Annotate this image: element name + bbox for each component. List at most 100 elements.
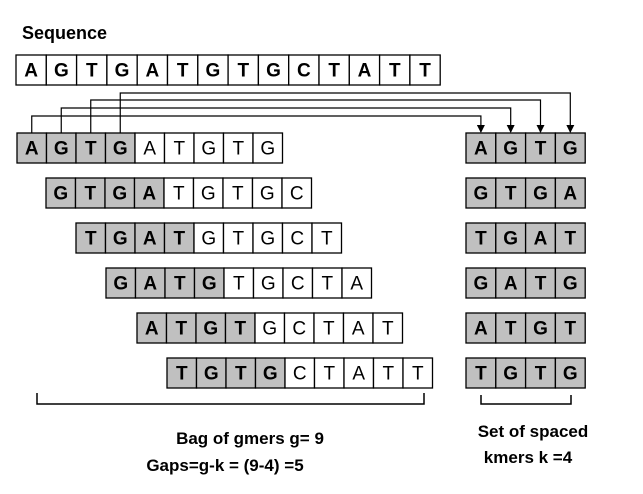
svg-text:A: A <box>534 229 548 250</box>
kmer-cell: A <box>465 132 497 164</box>
sequence-cell: G <box>197 54 229 86</box>
gmer-cell: A <box>134 267 166 299</box>
svg-text:G: G <box>202 274 217 295</box>
gmer-cell: T <box>224 312 256 344</box>
svg-text:G: G <box>54 139 69 160</box>
sequence-cell: T <box>166 54 199 86</box>
connector-arrow <box>31 115 485 133</box>
kmer-cell: A <box>524 222 557 254</box>
svg-text:G: G <box>260 139 275 160</box>
svg-text:T: T <box>174 274 186 295</box>
svg-text:G: G <box>113 274 128 295</box>
svg-text:T: T <box>237 61 249 82</box>
svg-text:T: T <box>323 364 335 385</box>
kmer-cell: G <box>495 357 527 389</box>
gmer-cell: G <box>193 222 225 254</box>
svg-text:G: G <box>503 364 518 385</box>
sequence-title: Sequence <box>22 23 107 43</box>
bag-label-line1: Bag of gmers g= 9 <box>176 429 324 448</box>
svg-text:T: T <box>323 319 335 340</box>
kmer-cell: G <box>554 132 586 164</box>
kmer-cell: G <box>554 267 586 299</box>
svg-text:T: T <box>232 139 244 160</box>
gmer-cell: T <box>164 267 196 299</box>
gmer-cell: A <box>343 357 375 389</box>
gmer-cell: G <box>252 222 284 254</box>
connector-arrow <box>119 92 575 133</box>
svg-text:T: T <box>505 319 517 340</box>
svg-text:G: G <box>115 61 130 82</box>
kmer-cell: T <box>465 357 497 389</box>
gmer-cell: T <box>402 357 434 389</box>
kmer-cell: G <box>554 357 586 389</box>
sequence-cell: C <box>288 54 320 86</box>
set-label-line2: kmers k =4 <box>484 448 573 467</box>
connector-arrow <box>60 107 515 133</box>
gmer-cell: T <box>163 132 195 164</box>
svg-text:T: T <box>535 139 547 160</box>
gmer-cell: T <box>165 312 197 344</box>
brackets <box>36 393 572 405</box>
svg-text:A: A <box>504 274 518 295</box>
kmer-cell: G <box>465 177 497 209</box>
kmer-cell: G <box>524 312 557 344</box>
gmer-cell: T <box>311 222 343 254</box>
svg-text:T: T <box>173 229 185 250</box>
svg-text:T: T <box>321 274 333 295</box>
gmer-cell: G <box>252 267 284 299</box>
gmer-cell: T <box>163 177 195 209</box>
gmer-cell: G <box>105 267 137 299</box>
gmer-cell: T <box>222 222 254 254</box>
svg-text:T: T <box>475 229 487 250</box>
svg-text:G: G <box>533 319 548 340</box>
gmer-cell: G <box>195 312 227 344</box>
svg-text:T: T <box>177 61 189 82</box>
svg-text:G: G <box>53 184 68 205</box>
svg-text:T: T <box>84 184 96 205</box>
svg-text:T: T <box>233 274 245 295</box>
svg-text:G: G <box>533 184 548 205</box>
svg-text:T: T <box>535 274 547 295</box>
svg-text:G: G <box>206 61 221 82</box>
gmer-cell: T <box>225 357 257 389</box>
kmer-bracket <box>480 395 572 405</box>
svg-text:T: T <box>389 61 401 82</box>
kmer-cell: T <box>524 357 557 389</box>
bag-label-line2: Gaps=g-k = (9-4) =5 <box>146 456 303 475</box>
svg-text:T: T <box>234 319 246 340</box>
gmer-cell: A <box>134 222 166 254</box>
gmer-cell: T <box>222 132 254 164</box>
kmer-cell: T <box>495 177 527 209</box>
kmer-cell: A <box>554 177 586 209</box>
svg-text:T: T <box>419 61 431 82</box>
svg-text:T: T <box>175 319 187 340</box>
svg-text:A: A <box>352 364 365 385</box>
gmer-cell: G <box>192 177 224 209</box>
svg-text:T: T <box>232 229 244 250</box>
gmer-cell: C <box>284 357 316 389</box>
svg-text:T: T <box>412 364 424 385</box>
sequence-cell: T <box>318 54 350 86</box>
gmer-cell: T <box>75 222 107 254</box>
gmer-cell: T <box>311 267 343 299</box>
svg-text:C: C <box>297 61 311 82</box>
kmer-cell: G <box>495 132 527 164</box>
gmer-cell: T <box>222 177 254 209</box>
svg-text:A: A <box>143 274 157 295</box>
svg-text:G: G <box>203 319 218 340</box>
svg-text:T: T <box>328 61 340 82</box>
set-label-line1: Set of spaced <box>478 422 589 441</box>
kmer-cell: T <box>524 267 557 299</box>
gmer-cell: G <box>252 132 284 164</box>
svg-text:G: G <box>563 139 578 160</box>
svg-text:G: G <box>260 229 275 250</box>
svg-text:A: A <box>143 229 157 250</box>
sequence-cell: T <box>409 54 441 86</box>
sequence-cell: A <box>348 54 381 86</box>
